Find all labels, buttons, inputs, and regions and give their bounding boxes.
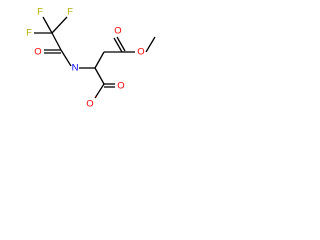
carboxylate-oxygen-atom: O — [86, 99, 93, 110]
carboxyl-carbonyl-oxygen-atom: O — [117, 81, 124, 92]
bond-cf3-f-top-left — [42, 16, 53, 34]
bond-cf3-carbonyl — [51, 32, 62, 51]
molecule-structure: F F F O N O O O - O — [0, 0, 184, 148]
amide-nitrogen-atom: N — [72, 63, 79, 74]
fluorine-atom-left: F — [26, 28, 32, 39]
bond-carboxyl-o-minus — [94, 83, 105, 99]
bond-cf3-f-top-right — [51, 16, 68, 34]
bond-alpha-ch2 — [94, 51, 105, 69]
bond-amide-cn — [60, 49, 72, 67]
molecule-drawing: F F F O N O O O - O — [26, 7, 156, 110]
amide-oxygen-atom: O — [34, 47, 41, 58]
bond-ester-co-b — [116, 36, 126, 52]
fluorine-atom-top-right: F — [67, 7, 73, 18]
bond-o-methyl — [145, 36, 156, 53]
bond-alpha-carboxyl — [94, 67, 105, 85]
ester-carbonyl-oxygen-atom: O — [114, 26, 121, 37]
fluorine-atom-top-left: F — [37, 7, 43, 18]
bond-ester-co-a — [113, 37, 123, 53]
negative-charge-label: - — [95, 94, 98, 101]
ester-oxygen-atom: O — [137, 47, 144, 58]
